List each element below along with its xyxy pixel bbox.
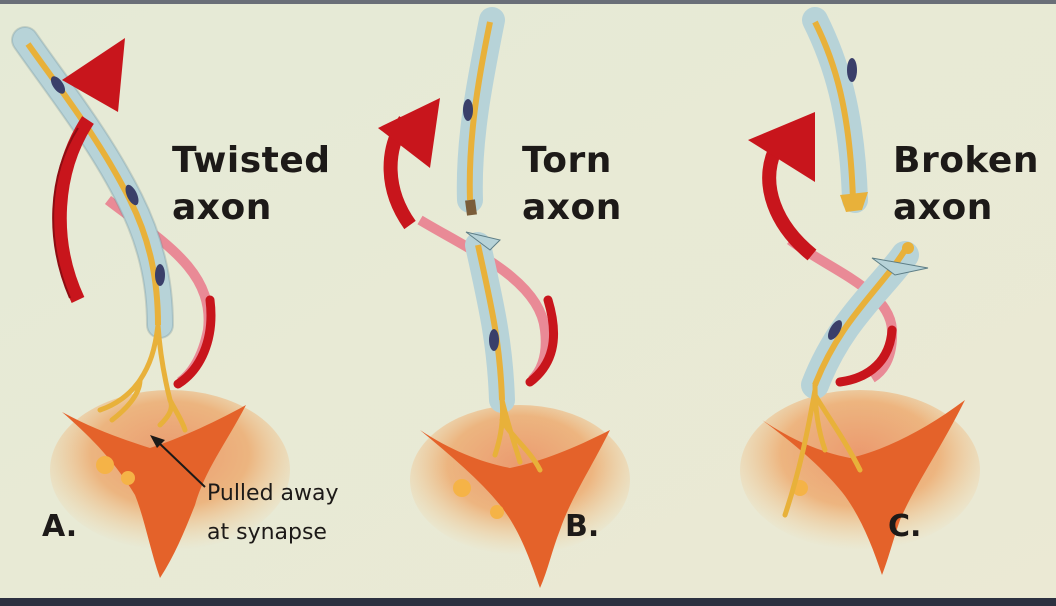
panel-b-title-line2: axon: [522, 190, 622, 226]
panel-b-title-line1: Torn: [522, 143, 612, 179]
panel-c-letter: C.: [888, 512, 921, 542]
panel-a-note-line1: Pulled away: [207, 481, 339, 506]
panel-a-letter: A.: [42, 512, 77, 542]
panel-a-title-line2: axon: [172, 190, 272, 226]
panel-c-title-line1: Broken: [893, 143, 1039, 179]
panel-c-title-line2: axon: [893, 190, 993, 226]
panel-b-letter: B.: [565, 512, 599, 542]
panel-a-note-line2: at synapse: [207, 520, 327, 545]
panel-a-title-line1: Twisted: [172, 143, 331, 179]
